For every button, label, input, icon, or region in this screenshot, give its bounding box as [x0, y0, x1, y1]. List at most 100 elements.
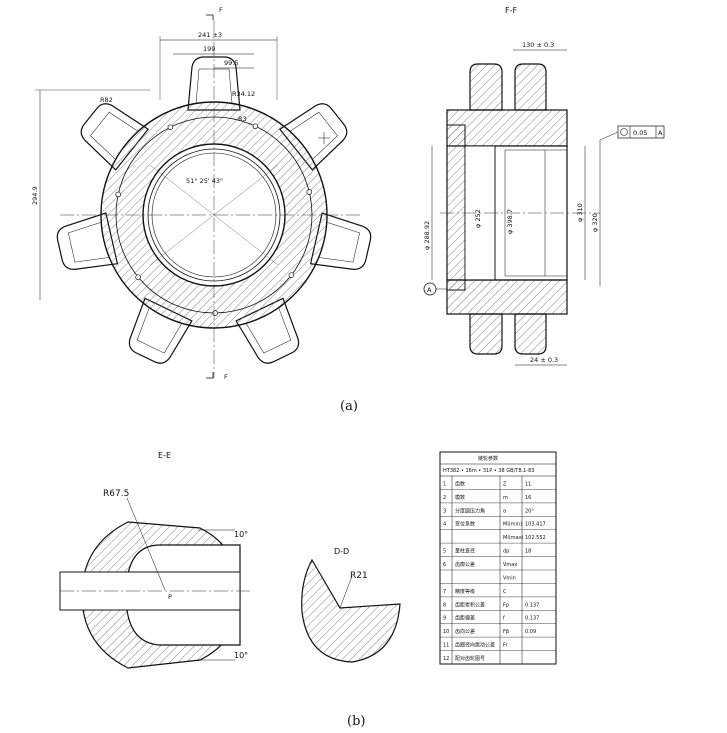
ff-tolerance-value: 0.05 — [633, 129, 647, 137]
ff-flange-left — [446, 124, 466, 291]
param-value: 11 — [525, 481, 531, 487]
param-name: 分度圆压力角 — [455, 507, 485, 514]
ff-dim-right-b: φ 320 — [591, 213, 599, 232]
section-mark-top-symbol — [206, 14, 214, 20]
ff-tolerance-frame — [617, 125, 665, 139]
ff-dim-right-a: φ 310 — [576, 203, 584, 222]
section-mark-bottom-symbol — [206, 372, 214, 379]
param-symbol: Z — [503, 481, 507, 487]
dim-top-outer: 241 ±3 — [198, 31, 222, 39]
section-mark-bottom: F — [224, 373, 228, 381]
section-mark-top: F — [219, 6, 223, 14]
param-value: 20° — [525, 508, 534, 514]
param-name: 变位系数 — [455, 521, 475, 528]
dim-r-right: R34.12 — [232, 90, 255, 98]
params-table: 链轮参数 HT382 • 16m • 31P • 38 GB/T8.1-83 1… — [439, 451, 557, 665]
ff-tooth-bottom-left — [469, 313, 503, 355]
sprocket-teeth — [56, 56, 372, 364]
param-name: 模数 — [455, 494, 465, 501]
ff-hub-lower — [446, 279, 568, 315]
caption-b: (b) — [347, 714, 365, 729]
sprocket-tooth — [279, 103, 348, 171]
ff-dim-width-top: 130 ± 0.3 — [522, 41, 554, 49]
param-name: 齿向公差 — [455, 628, 475, 635]
bolt-hole — [135, 274, 141, 280]
params-table-standard: HT382 • 16m • 31P • 38 GB/T8.1-83 — [443, 468, 534, 474]
dim-left-height: 294.9 — [31, 186, 39, 205]
param-name: 齿圈径向跳动公差 — [455, 642, 495, 649]
ff-tooth-bottom-right — [514, 313, 547, 355]
ee-angle-top: 10° — [234, 530, 248, 539]
param-symbol: Fp — [503, 602, 509, 608]
param-symbol: dp — [503, 549, 509, 555]
dd-section-shape — [301, 558, 401, 663]
param-no: 3 — [443, 508, 446, 514]
view-ee-title: E-E — [158, 451, 171, 460]
param-name: 配对齿轮图号 — [455, 655, 485, 662]
dim-r-left: R82 — [100, 96, 113, 104]
param-symbol: Vmin — [503, 575, 516, 581]
ee-radius-leader — [126, 497, 166, 591]
param-value: 103.417 — [525, 522, 546, 528]
param-name: 量柱直径 — [455, 548, 475, 555]
param-value: 102.552 — [525, 535, 546, 541]
ee-point-label: P — [168, 593, 172, 601]
param-no: 12 — [443, 656, 449, 662]
param-no: 5 — [443, 549, 446, 555]
param-no: 7 — [443, 589, 446, 595]
param-symbol: C — [503, 589, 507, 595]
param-no: 9 — [443, 616, 446, 622]
dim-top-mid: 199 — [203, 45, 215, 53]
param-symbol: Fβ — [503, 629, 509, 635]
dim-r-small: R3 — [238, 115, 247, 123]
param-no: 2 — [443, 495, 446, 501]
param-no: 6 — [443, 562, 446, 568]
ff-dim-bottom: 24 ± 0.3 — [530, 356, 558, 364]
ff-tolerance-leader — [599, 131, 619, 141]
ff-datum: A — [427, 286, 432, 294]
ff-dim-mid: φ 398.7 — [506, 209, 514, 234]
view-ee: E-E R67.5 10° 10° P — [59, 451, 250, 669]
bolt-hole — [212, 310, 218, 316]
ff-tooth-top-left — [469, 63, 503, 111]
param-value: 0.137 — [525, 616, 539, 622]
sprocket-tooth — [80, 103, 149, 171]
param-value: 0.09 — [525, 629, 536, 635]
bolt-hole — [115, 191, 121, 198]
param-no: 1 — [443, 481, 446, 487]
param-no: 4 — [443, 522, 446, 528]
param-value: 0.137 — [525, 602, 539, 608]
param-name: 精度等级 — [455, 588, 475, 595]
dd-dim-radius: R21 — [350, 571, 368, 581]
bolt-holes — [115, 123, 313, 316]
param-name: 齿廓公差 — [455, 561, 475, 568]
ff-hub-upper — [446, 109, 568, 147]
param-symbol: α — [503, 508, 507, 514]
caption-a: (a) — [340, 399, 358, 414]
section-ff-view: F-F 130 ± 0.3 24 ± 0.3 φ 288.92 φ 252 φ … — [423, 6, 665, 366]
param-name: 齿距累积公差 — [455, 601, 485, 608]
param-symbol: Fr — [503, 643, 509, 649]
angle-line-2 — [149, 164, 279, 266]
circular-runout-icon — [620, 128, 628, 136]
ee-angle-bottom: 10° — [234, 651, 248, 660]
view-dd: D-D R21 — [301, 547, 401, 663]
ff-dim-bore-inner: φ 252 — [474, 209, 482, 228]
bolt-hole — [167, 124, 174, 130]
param-value: 16 — [525, 495, 531, 501]
param-name: 齿距偏差 — [455, 615, 475, 622]
param-no: 11 — [443, 643, 449, 649]
param-symbol: f — [503, 616, 505, 622]
bolt-hole — [288, 272, 295, 278]
ff-tolerance-datum: A — [658, 129, 663, 137]
bolt-hole — [252, 123, 259, 129]
params-table-title: 链轮参数 — [478, 455, 498, 462]
param-value: 18 — [525, 549, 531, 555]
section-ff-title: F-F — [505, 6, 517, 15]
param-symbol: Mi(max) — [503, 535, 524, 541]
dim-angles: 51° 25' 43" — [186, 177, 223, 185]
dd-radius-leader — [339, 575, 353, 609]
params-table-border — [439, 451, 557, 665]
